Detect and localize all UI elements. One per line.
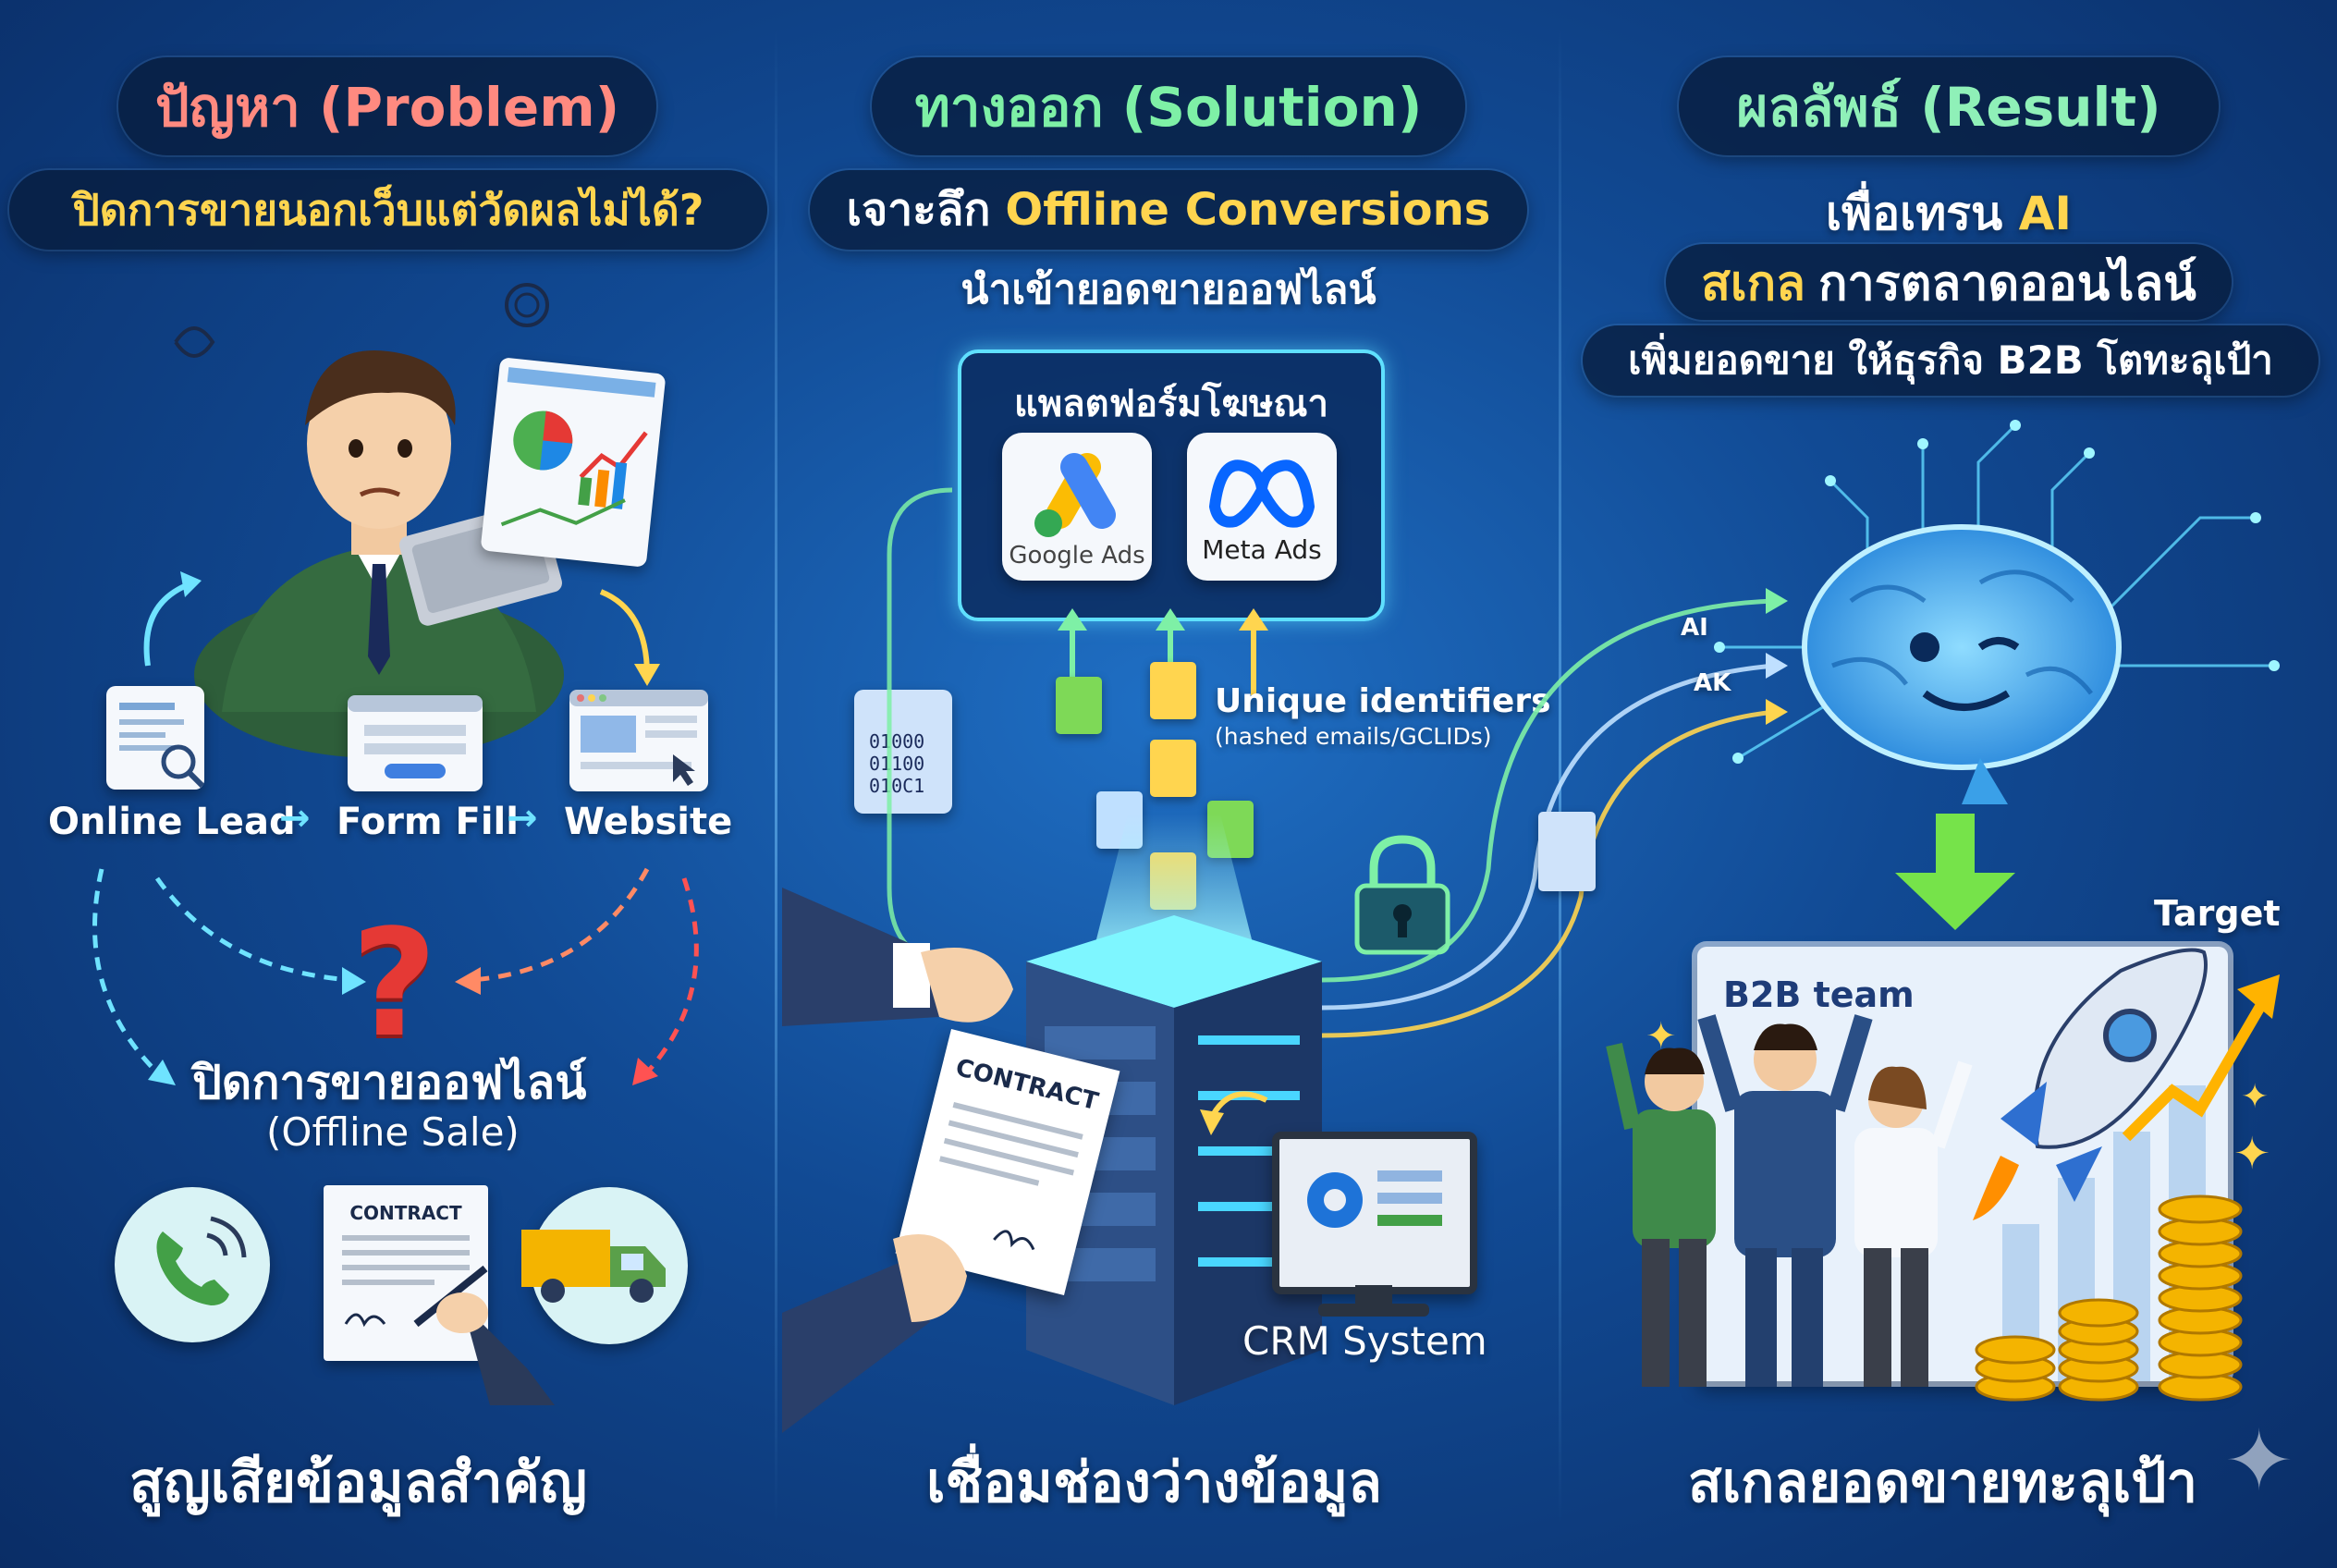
result-line-2: สเกล การตลาดออนไลน์ [1666,244,2232,320]
problem-header: ปัญหา (Problem) [118,57,656,155]
result-line-1-prefix: เพื่อเทรน [1826,187,2003,240]
result-line-2-rest: การตลาดออนไลน์ [1818,255,2196,312]
hand-receiving-contract-icon [782,1234,967,1433]
solution-subline: นำเข้ายอดขายออฟไลน์ [960,266,1377,313]
celebrating-team-icon [1606,1014,1973,1387]
problem-header-text: ปัญหา (Problem) [154,75,620,139]
circuit-lines-decoration [1714,420,2280,764]
phone-call-icon-circle [115,1187,270,1342]
problem-subheader: ปิดการขายนอกเว็บแต่วัดผลไม่ได้? [9,170,767,250]
solution-header: ทางออก (Solution) [872,57,1465,155]
ai-brain-icon [1802,524,2122,804]
online-lead-icon [106,686,205,790]
problem-subheader-text: ปิดการขายนอกเว็บแต่วัดผลไม่ได้? [72,184,704,235]
signing-hand-icon [436,1292,555,1405]
solution-header-text: ทางออก (Solution) [914,75,1423,139]
curved-arrow-down-icon [599,589,660,686]
crm-system-monitor [1272,1132,1477,1294]
flow-label-form-fill: Form Fill [336,801,519,843]
result-header-text: ผลลัพธ์ (Result) [1736,75,2161,139]
meta-ads-icon [1209,459,1315,528]
column-divider-right [1559,28,1561,1525]
result-line-2-highlight: สเกล [1701,255,1806,312]
contract-label: CONTRACT [349,1202,462,1224]
solution-subheader-prefix: เจาะลึก [846,184,991,236]
result-line-3: เพิ่มยอดขาย ให้ธุรกิจ B2B โตทะลุเป้า [1583,325,2319,396]
gear-icon [1307,1170,1442,1228]
growth-arrow-icon [2122,974,2280,1142]
google-ads-tile: Google Ads [1002,433,1152,581]
report-chart-card [480,357,667,568]
flow-label-online-lead: Online Lead [48,801,296,843]
result-line-1-highlight: AI [2018,187,2072,240]
ai-tag-2: AK [1694,669,1731,697]
signed-contract-card: CONTRACT [324,1185,488,1361]
google-ads-label: Google Ads [1009,542,1145,570]
binary-line-3: 010C1 [869,775,925,797]
ai-tag-1: AI [1681,614,1708,642]
broken-flow-arrows-icon [92,867,699,1085]
monitor-stand [1318,1285,1429,1317]
website-icon [569,690,708,791]
crm-system-label: CRM System [1242,1318,1487,1364]
google-ads-icon [1034,453,1116,537]
data-file-icon-yellow-1 [1150,662,1196,719]
data-flow-paths-to-ai [1321,588,1788,1038]
upload-arrows-icon [1058,608,1268,695]
stressed-businessman-illustration [174,283,564,758]
result-line-3-text: เพิ่มยอดขาย ให้ธุรกิจ B2B โตทะลุเป้า [1628,337,2273,383]
curved-arrow-up-icon [143,571,202,667]
solution-footer: เชื่อมช่องว่างข้อมูล [926,1451,1382,1515]
column-divider-left [775,28,777,1525]
binary-line-1: 01000 [869,730,925,753]
result-line-1: เพื่อเทรน AI [1814,178,2084,251]
truck-icon [521,1230,666,1303]
meta-ads-label: Meta Ads [1202,534,1322,565]
pie-chart-icon [500,367,656,527]
unique-identifiers-label: Unique identifiers [1215,682,1551,720]
offline-sale-english-label: (Offline Sale) [266,1109,520,1155]
result-footer: สเกลยอดขายทะลุเป้า [1688,1451,2198,1515]
binary-line-2: 01100 [869,753,925,775]
sparkle-icon-1: ✦ [1646,1015,1677,1058]
phone-icon [156,1216,247,1305]
problem-footer: สูญเสียข้อมูลสำคัญ [129,1451,587,1515]
question-mark-icon: ? [351,897,437,1070]
solution-subheader-highlight: Offline Conversions [1005,184,1491,236]
down-arrow-icon [1895,814,2015,930]
meta-ads-tile: Meta Ads [1187,433,1337,581]
binary-data-document-icon: 01000 01100 010C1 [854,690,952,814]
hand-giving-contract-icon [782,888,1013,1026]
flow-arrow-right-icon-2: → [507,797,538,839]
rocket-icon [1973,948,2208,1220]
result-header: ผลลัพธ์ (Result) [1679,57,2219,155]
data-file-icon-in-transit [1538,812,1596,891]
gold-coins-stack-icon [1975,1194,2243,1402]
b2b-team-label: B2B team [1723,974,1915,1015]
flow-arrow-right-icon-1: → [279,797,311,839]
solution-subheader: เจาะลึก Offline Conversions [810,170,1527,250]
form-fill-icon [348,695,483,791]
crm-sync-arrows-icon [1200,1091,1268,1135]
data-file-icon-green-1 [1056,677,1102,734]
contract-document: CONTRACT [895,1028,1120,1296]
offline-sale-thai-label: ปิดการขายออฟไลน์ [192,1056,587,1109]
sparkle-icon-2: ✦ [2241,1078,2270,1116]
data-file-icon-yellow-2 [1150,740,1196,797]
target-label: Target [2154,893,2281,934]
padlock-icon [1354,835,1450,955]
delivery-truck-icon-circle [521,1187,688,1344]
ad-platform-box: แพลตฟอร์มโฆษณา Google Ads Meta Ads [958,349,1385,621]
flow-label-website: Website [564,801,733,843]
ad-platform-title: แพลตฟอร์มโฆษณา [1014,383,1328,425]
unique-identifiers-sublabel: (hashed emails/GCLIDs) [1215,723,1492,750]
corner-sparkle-icon: ✦ [2224,1413,2294,1510]
sparkle-icon-3: ✦ [2233,1128,2271,1180]
